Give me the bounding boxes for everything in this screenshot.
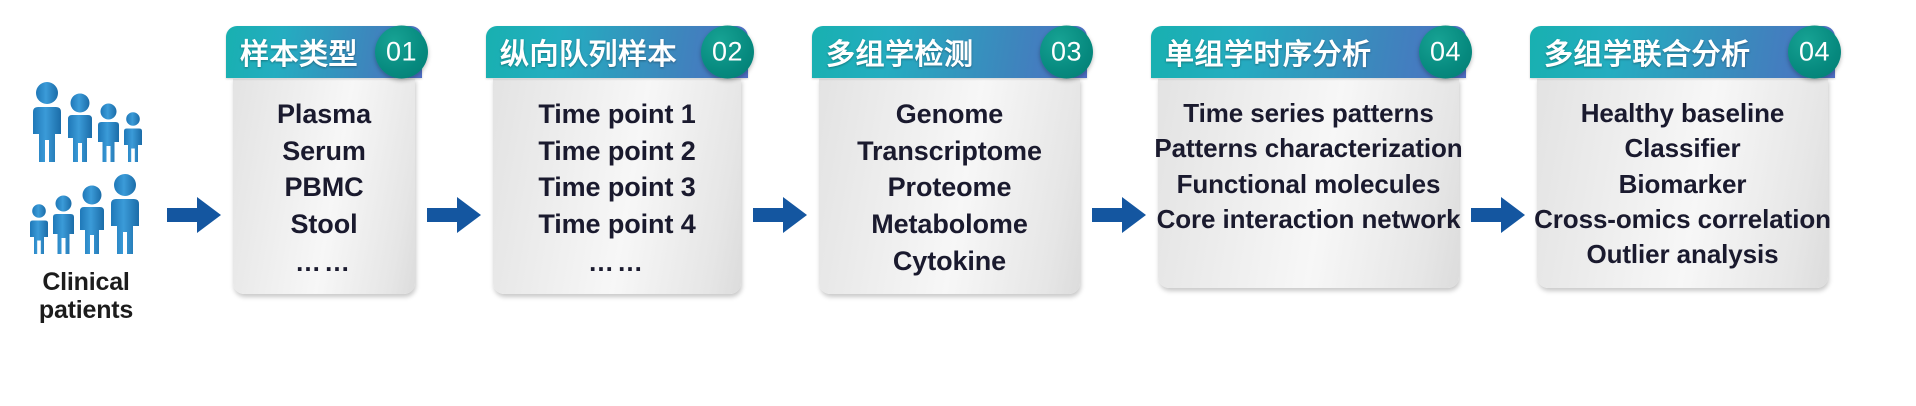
- list-item: Genome: [895, 99, 1004, 129]
- stage-body-4: Time series patterns Patterns characteri…: [1154, 78, 1463, 288]
- stage-card-5[interactable]: 多组学联合分析 04 Healthy baseline Classifier B…: [1530, 25, 1841, 288]
- list-item: Healthy baseline: [1580, 98, 1785, 128]
- list-item: Functional molecules: [1176, 168, 1441, 199]
- right-block-arrow-icon: [167, 197, 221, 233]
- list-item: Core interaction network: [1156, 204, 1461, 235]
- stage-header-1: 样本类型 01: [226, 25, 428, 79]
- stage-card-2[interactable]: 纵向队列样本 02 Time point 1 Time point 2 Time…: [486, 25, 754, 295]
- flow-arrow-4: [1466, 197, 1530, 233]
- list-item: Cross-omics correlation: [1534, 204, 1831, 235]
- stage-header-3: 多组学检测 03: [812, 25, 1093, 79]
- list-item: Outlier analysis: [1586, 239, 1779, 270]
- stage-badge-4: 04: [1419, 25, 1472, 79]
- person-icon: [30, 203, 48, 254]
- flow-arrow-0: [162, 197, 226, 233]
- flow-arrow-2: [748, 197, 812, 233]
- stage-title-3: 多组学检测: [826, 39, 974, 71]
- list-item: Time point 3: [538, 172, 696, 203]
- stage-badge-2: 02: [701, 25, 754, 79]
- flow-arrow-3: [1087, 197, 1151, 233]
- flow-arrow-1: [422, 197, 486, 233]
- list-item: Plasma: [277, 99, 371, 129]
- stage-body-3: Genome Transcriptome Proteome Metabolome…: [819, 78, 1080, 294]
- list-item-ellipsis: ……: [588, 246, 646, 277]
- person-icon: [111, 173, 139, 254]
- list-item: Stool: [290, 209, 358, 240]
- stage-card-3[interactable]: 多组学检测 03 Genome Transcriptome Proteome M…: [812, 25, 1093, 294]
- list-item: Biomarker: [1618, 168, 1747, 199]
- stage-header-5: 多组学联合分析 04: [1530, 25, 1841, 79]
- right-block-arrow-icon: [1471, 197, 1525, 233]
- list-item: Metabolome: [871, 209, 1028, 240]
- stage-header-4: 单组学时序分析 04: [1151, 25, 1472, 79]
- stage-badge-1: 01: [375, 25, 428, 79]
- stage-body-5: Healthy baseline Classifier Biomarker Cr…: [1534, 78, 1831, 288]
- person-icon: [53, 195, 74, 254]
- patients-label-line2: patients: [38, 296, 134, 324]
- list-item: PBMC: [284, 172, 364, 203]
- right-block-arrow-icon: [1092, 197, 1146, 233]
- list-item: Patterns characterization: [1154, 133, 1463, 164]
- clinical-patients-group: Clinical patients: [10, 78, 162, 325]
- stage-body-2: Time point 1 Time point 2 Time point 3 T…: [493, 78, 741, 295]
- clinical-patients-label: Clinical patients: [39, 268, 133, 325]
- stage-badge-3: 03: [1040, 25, 1093, 79]
- stage-badge-5: 04: [1788, 25, 1841, 79]
- list-item: Time series patterns: [1183, 98, 1434, 128]
- patients-label-line1: Clinical: [42, 267, 130, 296]
- person-icon: [68, 93, 92, 162]
- person-icon: [80, 185, 104, 254]
- people-row-top: [26, 78, 146, 164]
- right-block-arrow-icon: [427, 197, 481, 233]
- list-item: Time point 1: [538, 99, 696, 129]
- person-icon: [98, 103, 119, 162]
- list-item-ellipsis: ……: [295, 246, 353, 277]
- stage-title-4: 单组学时序分析: [1165, 39, 1372, 71]
- stage-body-1: Plasma Serum PBMC Stool ……: [233, 78, 415, 295]
- right-block-arrow-icon: [753, 197, 807, 233]
- list-item: Transcriptome: [857, 135, 1042, 166]
- stage-title-5: 多组学联合分析: [1544, 39, 1751, 71]
- list-item: Cytokine: [892, 245, 1007, 276]
- list-item: Classifier: [1624, 133, 1741, 164]
- stage-header-2: 纵向队列样本 02: [486, 25, 754, 79]
- people-row-bottom: [26, 170, 146, 256]
- list-item: Proteome: [887, 172, 1012, 203]
- stage-card-4[interactable]: 单组学时序分析 04 Time series patterns Patterns…: [1151, 25, 1472, 288]
- list-item: Time point 4: [538, 209, 696, 240]
- people-group-icon: [26, 78, 146, 256]
- list-item: Serum: [282, 135, 366, 166]
- stage-card-1[interactable]: 样本类型 01 Plasma Serum PBMC Stool ……: [226, 25, 428, 295]
- list-item: Time point 2: [538, 135, 696, 166]
- person-icon: [33, 81, 61, 162]
- stage-title-1: 样本类型: [240, 39, 359, 71]
- person-icon: [124, 111, 142, 162]
- stage-title-2: 纵向队列样本: [500, 39, 678, 71]
